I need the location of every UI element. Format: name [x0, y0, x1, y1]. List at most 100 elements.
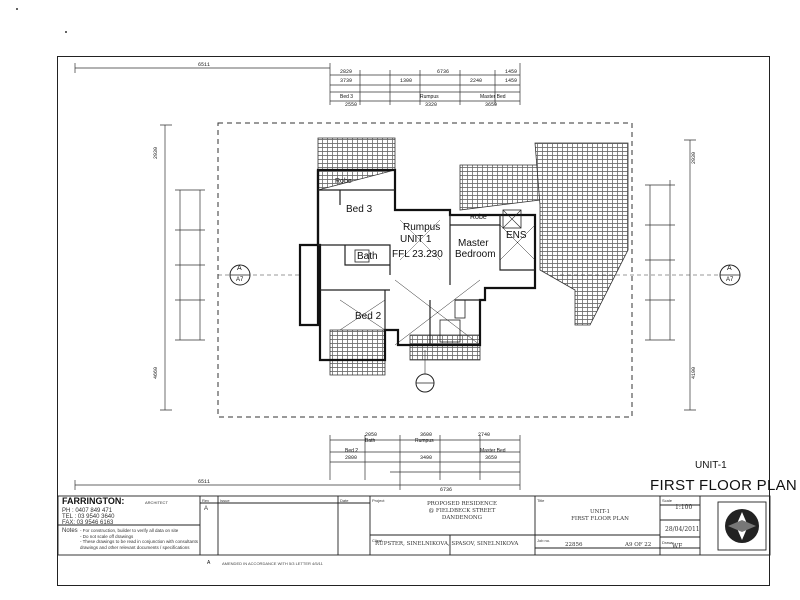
amendment-note: AMENDED IN ACCORDANCE WITH 5/3 LETTER 4/… [222, 561, 323, 566]
title-block-frame [57, 495, 771, 556]
firm-fax: FAX: 03 9546 6163 [62, 520, 114, 526]
notes-label: Notes [62, 528, 78, 534]
footnote-mark: A [207, 560, 211, 566]
note-item: - Do not scale off drawings [80, 533, 134, 539]
north-point-logo-icon [725, 509, 759, 543]
dimension-lines-left [160, 124, 205, 411]
room-label-rumpus: Rumpus [403, 222, 441, 233]
dim-top-overall: 6511 [198, 62, 211, 68]
roof-tiles-bottom-left [329, 329, 386, 376]
dim-bot-r3-a: Bed 2 [345, 448, 359, 454]
dim-top-r2-a: 3739 [340, 78, 353, 84]
room-label-ens: ENS [506, 230, 527, 241]
dimension-lines-bottom [74, 435, 521, 490]
dim-top-r2-c: 2240 [470, 78, 483, 84]
project-line: DANDENONG [441, 515, 483, 521]
drawn-label: Drawn [662, 540, 674, 545]
note-item: drawings and other relevant documents / … [80, 544, 190, 550]
room-label-robe-right: Robe [470, 214, 487, 221]
firm-name: FARRINGTON: [62, 496, 125, 506]
dim-top-r1-b: 6736 [437, 69, 450, 75]
title-label: Title [537, 498, 545, 503]
dim-bot-r2-a: Bath [365, 438, 376, 444]
rev-label: Rev [202, 498, 210, 503]
job-label: Job no. [537, 538, 551, 543]
client-names: RUPSTER, SINELNIKOVA, SPASOV, SINELNIKOV… [375, 541, 519, 547]
section-marker-bottom [415, 350, 435, 393]
section-marker-left [218, 264, 300, 286]
client-label: Client [372, 538, 383, 543]
interior-walls [318, 189, 536, 346]
room-label-bedroom: Bedroom [455, 249, 496, 260]
firm-tel: TEL : 03 9540 3640 [62, 514, 115, 520]
dim-left-a: 2930 [153, 146, 160, 160]
ffl-level-label: FFL 23.230 [392, 249, 443, 260]
dim-bot-r4-b: 3490 [420, 455, 433, 461]
dim-bot-r4-a: 2800 [345, 455, 358, 461]
room-label-robe-left: Robe [335, 178, 352, 185]
dim-bot-r1-c: 2740 [478, 432, 491, 438]
roof-tiles-center [459, 164, 541, 211]
dim-top-r3-a: Bed 3 [340, 94, 354, 100]
date-label: Date [340, 498, 349, 503]
project-name: PROPOSED RESIDENCE @ FIELDBECK STREET DA… [412, 501, 512, 522]
dim-top-r3-b: Rumpus [420, 94, 439, 100]
drawing-title-line: FIRST FLOOR PLAN [571, 516, 629, 522]
section-marker-right [560, 264, 741, 286]
note-item: - These drawings to be read in conjuncti… [80, 539, 198, 544]
section-mark-right-sub: A7 [726, 277, 734, 283]
date-value: 28/04/2011 [665, 526, 700, 533]
room-label-unit: UNIT 1 [400, 234, 432, 245]
dimension-lines-right [645, 139, 696, 411]
dim-top-r1-c: 1459 [505, 69, 518, 75]
job-number: 22856 [565, 542, 583, 548]
project-line: PROPOSED RESIDENCE [426, 501, 498, 507]
dim-top-r4-b: 3320 [425, 102, 438, 108]
dim-left-b: 4660 [153, 366, 160, 380]
roof-tiles-bottom [409, 334, 481, 361]
dim-bot-r4-c: 3659 [485, 455, 498, 461]
room-label-bed2: Bed 2 [355, 311, 382, 322]
dim-right-a: 2930 [691, 151, 698, 165]
dim-bot-overall-right: 6736 [440, 487, 453, 493]
section-mark-left-letter: A [237, 265, 242, 272]
rev-value: A [204, 506, 209, 512]
scale-label: Scale [662, 498, 673, 503]
dim-top-r2-d: 1459 [505, 78, 518, 84]
roof-tiles-left [317, 137, 396, 191]
dim-top-r4-c: 3659 [485, 102, 498, 108]
room-label-master: Master [458, 238, 489, 249]
room-label-bed3: Bed 3 [346, 204, 373, 215]
drawn-value: WF [672, 543, 683, 550]
roof-tiles-right [534, 142, 629, 326]
dim-top-r3-c: Master Bed [480, 94, 506, 100]
firm-phone: PH : 0407 849 471 [62, 508, 113, 514]
notes-list: - For construction, builder to verify al… [80, 528, 198, 550]
dim-top-r4-a: 2550 [345, 102, 358, 108]
section-mark-right-letter: A [727, 265, 732, 272]
scale-value: 1:100 [675, 504, 693, 511]
note-item: - For construction, builder to verify al… [80, 528, 179, 533]
drawing-title: UNIT-1 FIRST FLOOR PLAN [570, 509, 630, 523]
room-label-bath: Bath [357, 251, 378, 262]
dimension-lines-top [74, 63, 521, 105]
dim-bot-r1-b: 3600 [420, 432, 433, 438]
drawing-sheet-border [57, 56, 770, 586]
sheet-number: A9 OF 22 [625, 542, 652, 548]
dim-right-b: 4190 [691, 366, 698, 380]
dim-top-r1-a: 2829 [340, 69, 353, 75]
unit-label: UNIT-1 [695, 460, 727, 471]
drawing-title-line: UNIT-1 [590, 509, 610, 515]
dim-top-r2-b: 1300 [400, 78, 413, 84]
firm-sub: ARCHITECT [145, 500, 168, 505]
dim-bot-r2-b: Rumpus [415, 438, 434, 444]
dim-bot-r1-a: 2050 [365, 432, 378, 438]
site-boundary [217, 122, 633, 418]
issue-label: Issue [220, 498, 230, 503]
project-label: Project [372, 498, 385, 503]
sheet-title: FIRST FLOOR PLAN [650, 477, 798, 494]
dim-bot-r3-b: Master Bed [480, 448, 506, 454]
dim-bot-overall-left: 6511 [198, 479, 211, 485]
project-line: @ FIELDBECK STREET [428, 508, 496, 514]
